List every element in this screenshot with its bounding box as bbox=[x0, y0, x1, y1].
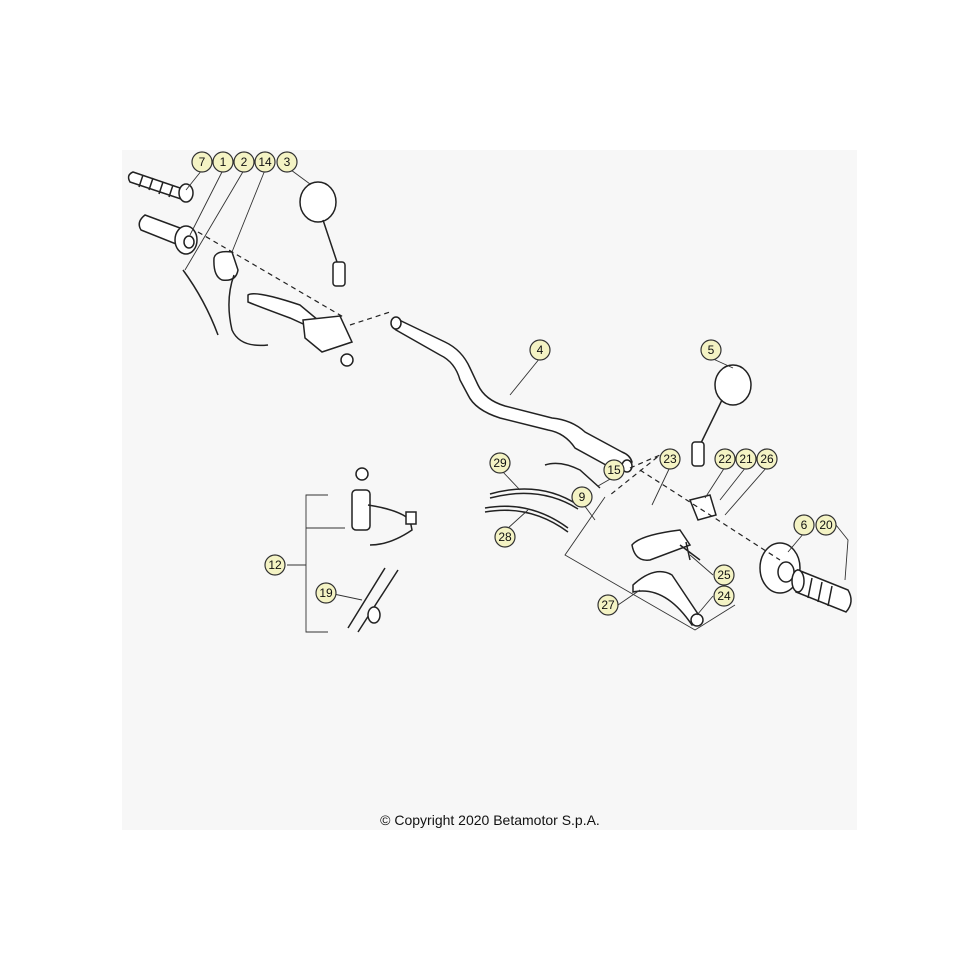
right-mirror bbox=[691, 364, 752, 467]
svg-text:6: 6 bbox=[801, 518, 808, 532]
callout-19[interactable]: 19 bbox=[315, 582, 337, 604]
frame-bracket bbox=[347, 567, 399, 633]
cables bbox=[484, 462, 601, 533]
callout-15[interactable]: 15 bbox=[603, 459, 625, 481]
callout-14[interactable]: 14 bbox=[254, 151, 276, 173]
throttle-tube bbox=[138, 214, 198, 255]
diagram-panel bbox=[122, 150, 857, 830]
left-grip bbox=[127, 171, 194, 203]
svg-text:7: 7 bbox=[199, 155, 206, 169]
callout-5[interactable]: 5 bbox=[700, 339, 722, 361]
callout-25[interactable]: 25 bbox=[713, 564, 735, 586]
callout-3[interactable]: 3 bbox=[276, 151, 298, 173]
svg-text:22: 22 bbox=[718, 452, 732, 466]
callout-29[interactable]: 29 bbox=[489, 452, 511, 474]
leader-lines bbox=[184, 169, 849, 616]
callout-7[interactable]: 7 bbox=[191, 151, 213, 173]
svg-text:1: 1 bbox=[220, 155, 227, 169]
svg-text:28: 28 bbox=[498, 530, 512, 544]
callout-27[interactable]: 27 bbox=[597, 594, 619, 616]
callout-22[interactable]: 22 bbox=[714, 448, 736, 470]
right-grip bbox=[759, 542, 852, 613]
left-mirror bbox=[299, 181, 346, 287]
throttle-cable bbox=[182, 269, 219, 336]
callout-4[interactable]: 4 bbox=[529, 339, 551, 361]
callout-9[interactable]: 9 bbox=[571, 486, 593, 508]
callout-21[interactable]: 21 bbox=[735, 448, 757, 470]
callout-23[interactable]: 23 bbox=[659, 448, 681, 470]
switch-assembly bbox=[631, 494, 717, 627]
callout-1[interactable]: 1 bbox=[212, 151, 234, 173]
handlebar bbox=[390, 316, 633, 473]
ignition-switch bbox=[351, 467, 417, 546]
svg-text:5: 5 bbox=[708, 343, 715, 357]
throttle-housing bbox=[213, 250, 269, 347]
svg-text:19: 19 bbox=[319, 586, 333, 600]
svg-text:14: 14 bbox=[258, 155, 272, 169]
svg-text:24: 24 bbox=[717, 589, 731, 603]
callout-2[interactable]: 2 bbox=[233, 151, 255, 173]
callout-28[interactable]: 28 bbox=[494, 526, 516, 548]
callout-26[interactable]: 26 bbox=[756, 448, 778, 470]
svg-text:29: 29 bbox=[493, 456, 507, 470]
svg-text:26: 26 bbox=[760, 452, 774, 466]
svg-text:4: 4 bbox=[537, 343, 544, 357]
svg-text:20: 20 bbox=[819, 518, 833, 532]
svg-text:2: 2 bbox=[241, 155, 248, 169]
callout-12[interactable]: 12 bbox=[264, 554, 286, 576]
copyright-notice: © Copyright 2020 Betamotor S.p.A. bbox=[380, 812, 600, 828]
callout-6[interactable]: 6 bbox=[793, 514, 815, 536]
callout-24[interactable]: 24 bbox=[713, 585, 735, 607]
svg-text:21: 21 bbox=[739, 452, 753, 466]
svg-text:25: 25 bbox=[717, 568, 731, 582]
svg-text:15: 15 bbox=[607, 463, 621, 477]
svg-text:12: 12 bbox=[268, 558, 282, 572]
callout-20[interactable]: 20 bbox=[815, 514, 837, 536]
svg-text:9: 9 bbox=[579, 490, 586, 504]
svg-text:23: 23 bbox=[663, 452, 677, 466]
clutch-lever bbox=[247, 293, 354, 367]
svg-text:27: 27 bbox=[601, 598, 615, 612]
svg-text:3: 3 bbox=[284, 155, 291, 169]
